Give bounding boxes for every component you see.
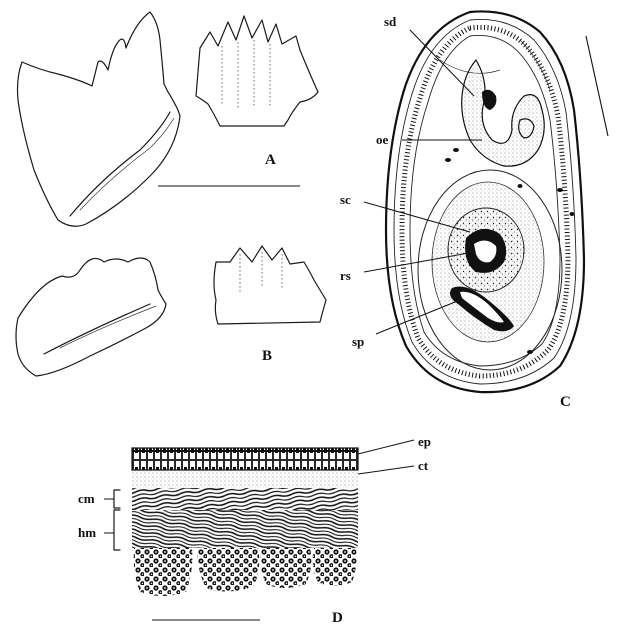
panel-b-label: B <box>262 348 272 364</box>
label-sd: sd <box>384 14 397 29</box>
panel-c-label: C <box>560 394 571 410</box>
cell-cluster <box>261 548 312 588</box>
panel-a-label: A <box>265 152 276 168</box>
label-ct: ct <box>418 458 429 473</box>
leader-ct <box>358 466 414 474</box>
label-ep: ep <box>418 434 431 449</box>
label-cm: cm <box>78 491 95 506</box>
cell-cluster <box>134 548 193 596</box>
cell-cluster <box>198 548 260 592</box>
circular-muscle-layer <box>132 488 358 510</box>
bracket-hm <box>114 510 120 550</box>
connective-tissue-layer <box>132 470 358 488</box>
panel-d-label: D <box>332 610 343 626</box>
panel-a-mandible-frontal: A <box>196 16 318 168</box>
panel-c-scale-bar <box>586 36 608 136</box>
label-hm: hm <box>78 525 96 540</box>
label-oe: oe <box>376 132 389 147</box>
label-sc: sc <box>340 192 351 207</box>
bracket-cm <box>114 490 120 508</box>
panel-b-mandible-frontal: B <box>214 246 326 364</box>
helical-muscle-layer <box>132 510 358 548</box>
panel-b-mandible-lateral <box>16 258 166 376</box>
leader-ep <box>358 440 414 454</box>
panel-d-body-wall-section: ep ct cm hm D <box>78 434 431 626</box>
panel-c-cross-section: sd oe sc rs sp C <box>340 11 584 410</box>
label-rs: rs <box>340 268 351 283</box>
cell-cluster <box>313 548 357 586</box>
panel-a-mandible-lateral <box>18 12 181 226</box>
label-sp: sp <box>352 334 364 349</box>
